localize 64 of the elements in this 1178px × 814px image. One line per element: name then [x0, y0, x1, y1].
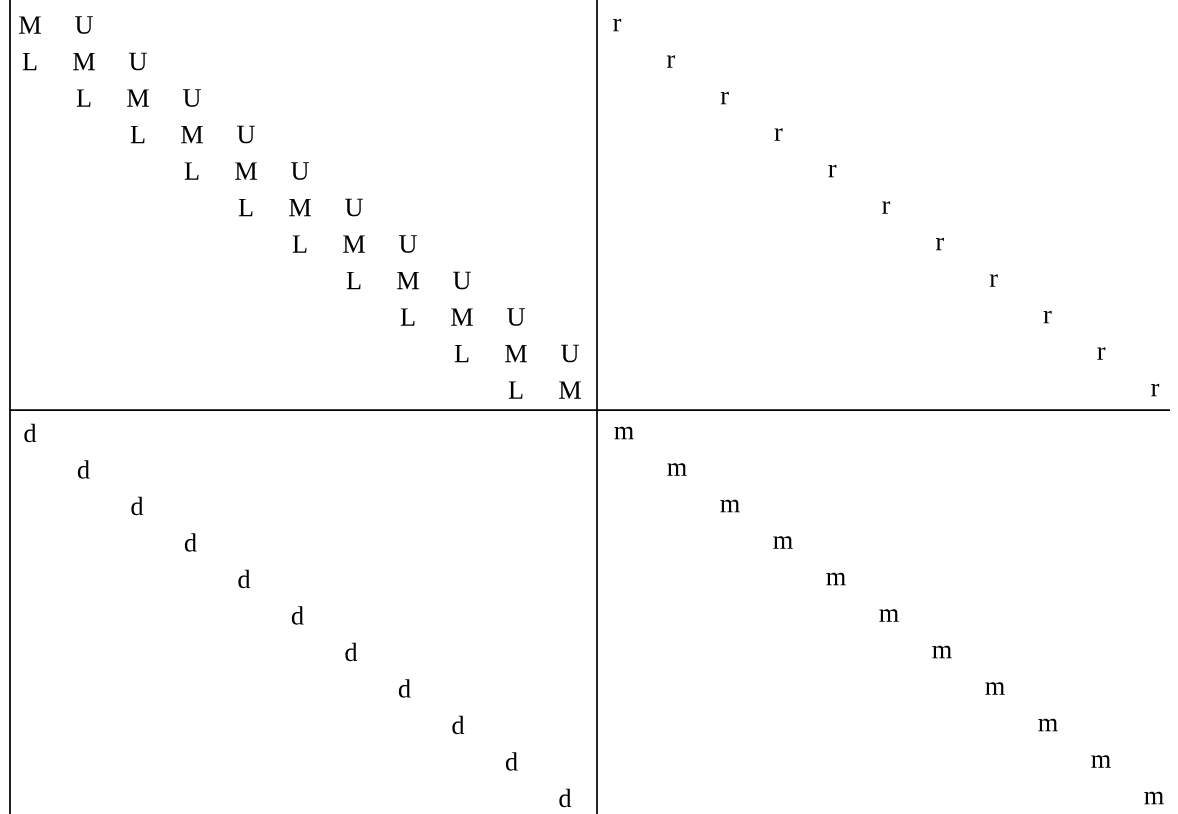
matrix-entry: r — [1151, 383, 1160, 397]
matrix-entry: m — [614, 426, 634, 440]
matrix-entry: U — [345, 198, 363, 217]
matrix-entry: L — [346, 271, 361, 290]
matrix-entry: r — [666, 55, 675, 68]
matrix-entry: m — [667, 463, 687, 476]
matrix-entry: d — [398, 679, 411, 698]
matrix-entry: m — [720, 499, 740, 513]
matrix-entry: U — [75, 16, 93, 34]
matrix-entry: r — [774, 128, 783, 141]
matrix-entry: d — [238, 569, 251, 589]
matrix-entry: d — [345, 642, 358, 662]
matrix-entry: r — [828, 164, 837, 178]
matrix-entry: M — [343, 235, 365, 253]
matrix-entry: M — [73, 52, 95, 71]
matrix-entry: U — [291, 162, 309, 180]
matrix-entry: U — [129, 52, 147, 71]
matrix-entry: M — [397, 271, 419, 290]
matrix-entry: L — [400, 308, 415, 326]
matrix-entry: L — [508, 381, 523, 399]
matrix-entry: m — [1038, 718, 1058, 732]
matrix-entry: r — [720, 91, 729, 105]
matrix-entry: M — [235, 162, 257, 180]
matrix-entry: r — [989, 274, 998, 287]
matrix-entry: M — [181, 125, 203, 144]
matrix-entry: M — [127, 89, 149, 107]
matrix-entry: r — [882, 201, 891, 214]
matrix-entry: r — [1043, 310, 1052, 324]
matrix-entry: M — [505, 344, 527, 363]
matrix-entry: d — [559, 788, 572, 808]
matrix-entry: m — [1091, 755, 1111, 768]
matrix-entry: d — [505, 752, 518, 771]
matrix-entry: d — [77, 460, 90, 479]
matrix-entry: m — [985, 682, 1005, 695]
matrix-entry: r — [613, 18, 622, 32]
matrix-entry: d — [184, 533, 197, 552]
matrix-entry: U — [507, 308, 525, 326]
matrix-entry: L — [292, 235, 307, 253]
matrix-entry: m — [879, 609, 899, 622]
matrix-entry: M — [19, 16, 41, 34]
matrix-entry: L — [238, 198, 253, 217]
matrix-entry: r — [1097, 347, 1106, 360]
matrix-entry: M — [451, 308, 473, 326]
matrix-entry: L — [130, 125, 145, 144]
matrix-entry: m — [826, 572, 846, 586]
matrix-entry: m — [932, 645, 952, 659]
matrix-entry: d — [291, 606, 304, 625]
matrix-entry: d — [24, 423, 37, 443]
matrix-entry: U — [237, 125, 255, 144]
matrix-entry: d — [452, 715, 465, 735]
matrix-entry: L — [184, 162, 199, 180]
matrix-entry: U — [453, 271, 471, 290]
matrix-entry: d — [131, 496, 144, 516]
matrix-entry: U — [183, 89, 201, 107]
matrix-entry: L — [76, 89, 91, 107]
matrix-entry: U — [561, 344, 579, 363]
matrix-entry: m — [1144, 791, 1164, 805]
matrix-entry: U — [399, 235, 417, 253]
matrix-entry: r — [935, 237, 944, 251]
matrix-entry: M — [289, 198, 311, 217]
matrix-entry: M — [559, 381, 581, 399]
matrix-entry: L — [22, 52, 37, 71]
matrix-entry: m — [773, 536, 793, 549]
matrix-entry: L — [454, 344, 469, 363]
